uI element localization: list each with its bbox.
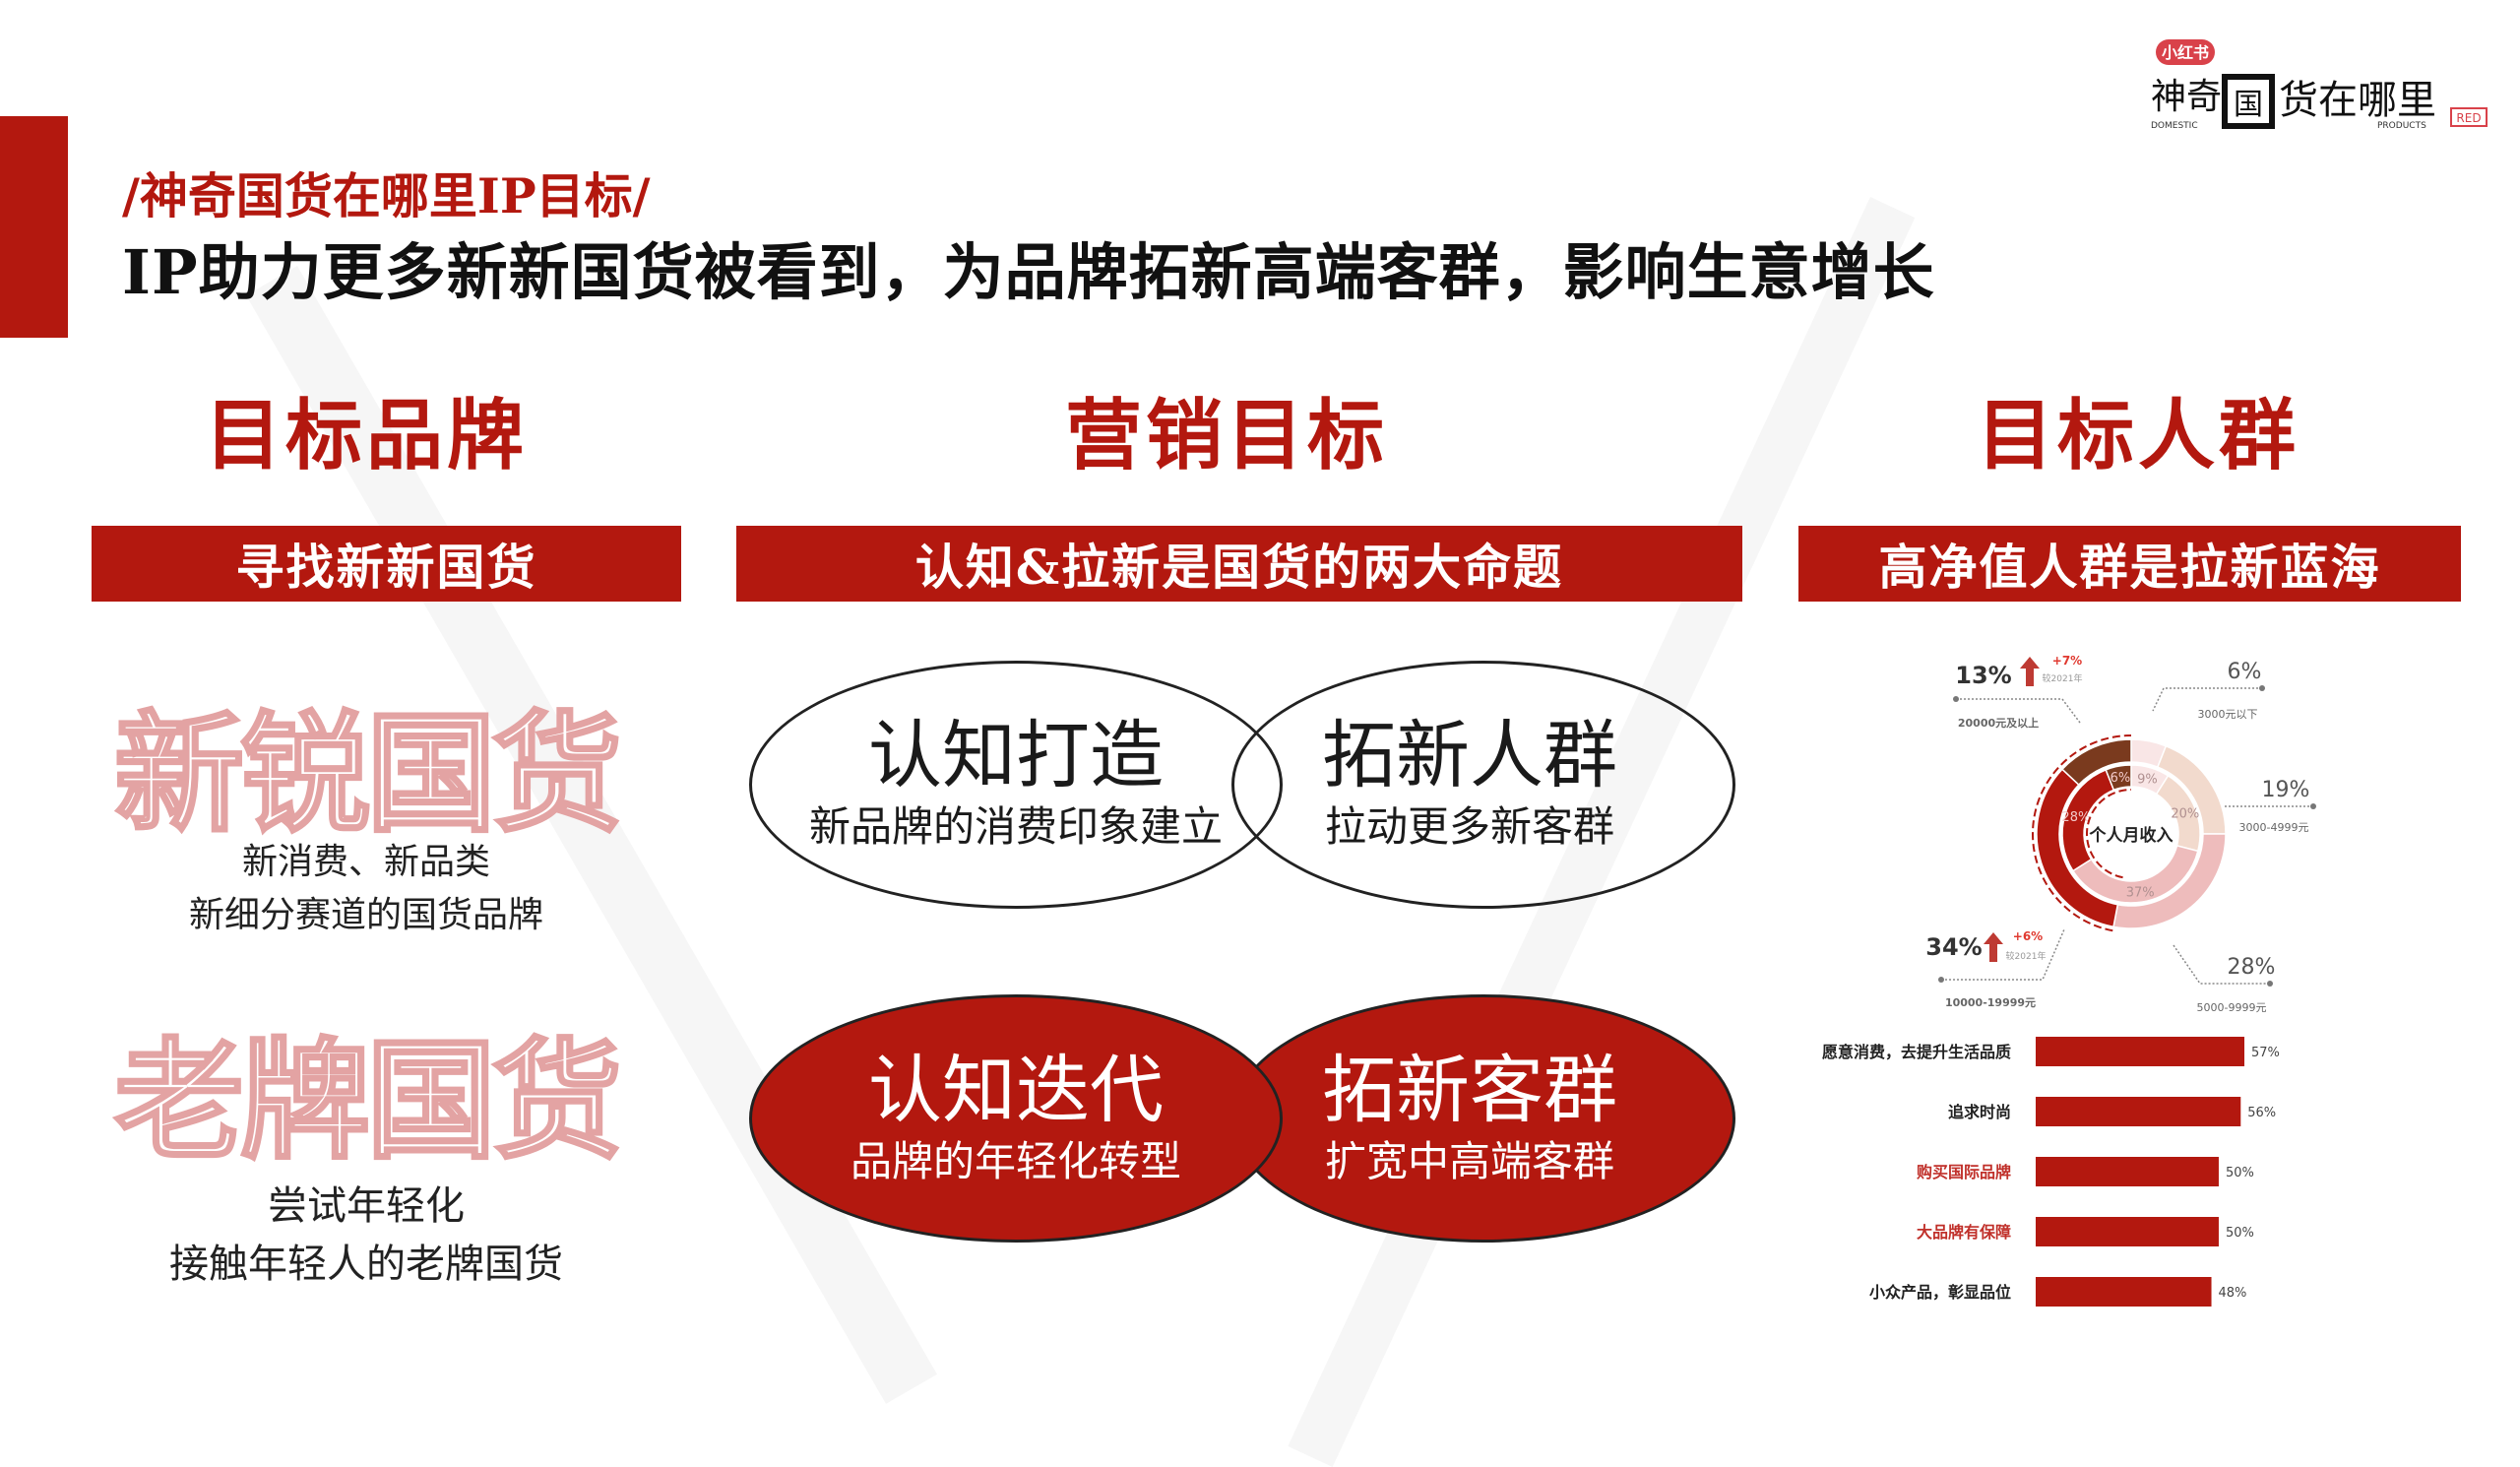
- up-arrow-icon: [2020, 657, 2040, 686]
- banner-marketing-goal: 认知&拉新是国货的两大命题: [736, 526, 1742, 602]
- goal-desc: 拉动更多新客群: [1324, 802, 1614, 851]
- change-label: +7%: [2052, 654, 2082, 668]
- donut-value-label: 34%: [1925, 933, 1982, 961]
- bar: [2036, 1157, 2219, 1186]
- leader-dot: [2310, 803, 2316, 809]
- goal-desc: 扩宽中高端客群: [1324, 1137, 1614, 1185]
- brand-new-line: 新细分赛道的国货品牌: [188, 895, 543, 935]
- highlight-dashed-arc: [2086, 789, 2132, 879]
- svg-text:国: 国: [2234, 88, 2263, 122]
- leader-dot: [2259, 685, 2265, 691]
- donut-value-label: 6%: [2228, 660, 2262, 684]
- logo: 小红书 神奇 国 货在哪里 DOMESTIC PRODUCTS RED: [2151, 39, 2488, 131]
- donut-category-label: 10000-19999元: [1945, 996, 2036, 1009]
- svg-text:PRODUCTS: PRODUCTS: [2377, 121, 2426, 131]
- bar-category-label: 愿意消费，去提升生活品质: [1822, 1043, 2011, 1061]
- donut-value-label: 28%: [2228, 955, 2276, 980]
- consumption-bar-chart: 愿意消费，去提升生活品质 57% 追求时尚 56% 购买国际品牌 50% 大品牌有保障 50%…: [1822, 1037, 2280, 1307]
- donut-category-label: 20000元及以上: [1958, 716, 2039, 730]
- brand-old-title: 老牌国货: [113, 1025, 624, 1180]
- bar-value-label: 57%: [2251, 1046, 2280, 1060]
- bar-category-label: 购买国际品牌: [1917, 1163, 2011, 1181]
- goal-new-customers: 拓新客群 扩宽中高端客群: [1214, 1046, 1726, 1189]
- up-arrow-icon: [1984, 932, 2003, 962]
- leader-line: [2152, 687, 2262, 712]
- highlight-dashed-arc: [2032, 734, 2132, 932]
- goal-title: 认知迭代: [867, 1047, 1164, 1133]
- leader-line: [1941, 928, 2065, 981]
- donut-category-label: 5000-9999元: [2197, 1001, 2267, 1014]
- goal-title: 认知打造: [867, 712, 1164, 798]
- donut-category-label: 3000元以下: [2198, 708, 2258, 721]
- bar: [2036, 1277, 2212, 1307]
- brand-old-line: 接触年轻人的老牌国货: [169, 1242, 563, 1287]
- donut-value-label: 19%: [2262, 778, 2310, 802]
- brand-old-line: 尝试年轻化: [268, 1183, 465, 1229]
- bar-category-label: 小众产品，彰显品位: [1869, 1283, 2011, 1302]
- donut-value-label: 13%: [1955, 662, 2011, 689]
- heading-target-audience: 目标人群: [1976, 391, 2300, 480]
- bar: [2036, 1217, 2219, 1246]
- bar-value-label: 50%: [2226, 1226, 2254, 1241]
- accent-bar: [0, 116, 68, 338]
- svg-text:DOMESTIC: DOMESTIC: [2151, 121, 2198, 131]
- goal-ellipse: [749, 661, 1283, 909]
- donut-inner-label: 28%: [2061, 810, 2090, 825]
- banner-target-audience: 高净值人群是拉新蓝海: [1798, 526, 2461, 602]
- income-donut-chart: 9% 20% 37% 28% 6% 个人月收入 6% 3000元以下 19% 3000-4999元…: [1925, 654, 2316, 1014]
- goal-awareness-build: 认知打造 新品牌的消费印象建立: [760, 711, 1272, 855]
- donut-inner-label: 20%: [2171, 806, 2199, 821]
- page-subtitle: /神奇国货在哪里IP目标/: [122, 167, 651, 224]
- donut-inner-label: 6%: [2110, 771, 2131, 786]
- bar-value-label: 56%: [2247, 1106, 2276, 1120]
- leader-dot: [1953, 696, 1959, 702]
- bar-category-label: 追求时尚: [1948, 1103, 2011, 1121]
- svg-text:神奇: 神奇: [2151, 77, 2222, 117]
- donut-inner-label: 37%: [2126, 885, 2155, 900]
- svg-text:货在哪里: 货在哪里: [2279, 78, 2436, 123]
- page-title: IP助力更多新新国货被看到，为品牌拓新高端客群，影响生意增长: [122, 236, 1935, 308]
- change-note: 较2021年: [2006, 950, 2047, 962]
- goal-desc: 新品牌的消费印象建立: [808, 802, 1223, 851]
- goal-desc: 品牌的年轻化转型: [850, 1137, 1181, 1185]
- svg-text:RED: RED: [2456, 111, 2481, 125]
- goal-title: 拓新客群: [1321, 1047, 1617, 1133]
- goal-awareness-iterate: 认知迭代 品牌的年轻化转型: [760, 1046, 1272, 1189]
- change-label: +6%: [2013, 929, 2043, 943]
- bar-value-label: 50%: [2226, 1166, 2254, 1180]
- change-note: 较2021年: [2043, 672, 2083, 684]
- bar-category-label: 大品牌有保障: [1917, 1223, 2011, 1242]
- donut-segment: [2060, 738, 2132, 787]
- goal-ellipse-filled: [749, 994, 1283, 1243]
- donut-center-title: 个人月收入: [2089, 825, 2174, 846]
- donut-segment: [2105, 764, 2132, 792]
- donut-category-label: 3000-4999元: [2239, 821, 2309, 834]
- banner-target-brand: 寻找新新国货: [92, 526, 681, 602]
- bar: [2036, 1037, 2244, 1066]
- goal-title: 拓新人群: [1321, 712, 1617, 798]
- donut-inner-label: 9%: [2137, 772, 2158, 787]
- brand-new-title: 新锐国货: [113, 698, 624, 853]
- bar-value-label: 48%: [2219, 1286, 2247, 1301]
- bar: [2036, 1097, 2241, 1126]
- leader-line: [1956, 698, 2081, 724]
- leader-dot: [2267, 981, 2273, 987]
- svg-text:小红书: 小红书: [2162, 43, 2209, 62]
- goal-new-audience: 拓新人群 拉动更多新客群: [1214, 711, 1726, 855]
- heading-target-brand: 目标品牌: [204, 391, 528, 480]
- brand-new-line: 新消费、新品类: [241, 842, 490, 882]
- heading-marketing-goal: 营销目标: [1064, 391, 1388, 480]
- leader-dot: [1938, 977, 1944, 983]
